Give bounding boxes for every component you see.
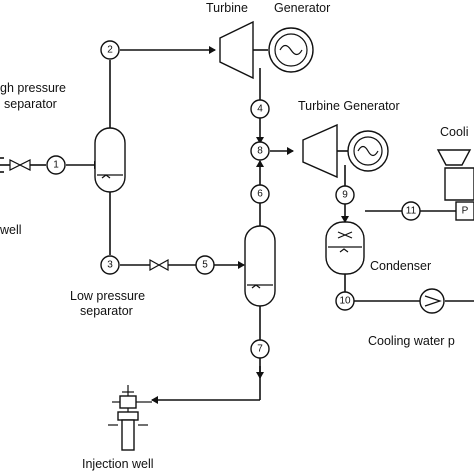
svg-text:9: 9 [342, 190, 348, 201]
label-pump-p: P [462, 206, 469, 217]
production-well [0, 157, 4, 173]
condenser-vessel [325, 221, 365, 275]
label-well: well [0, 223, 22, 237]
low-pressure-separator [244, 225, 276, 307]
label-turbine-generator: Turbine Generator [298, 99, 400, 113]
node-7: 7 [250, 339, 270, 359]
piping [0, 46, 474, 404]
node-8: 8 [250, 141, 270, 161]
svg-text:6: 6 [257, 189, 263, 200]
label-cooling-top: Cooli [440, 125, 469, 139]
svg-text:4: 4 [257, 104, 263, 115]
label-high-pressure-1: gh pressure [0, 81, 66, 95]
label-low-pressure-1: Low pressure [70, 289, 145, 303]
valve-lp [149, 258, 169, 272]
svg-text:5: 5 [202, 260, 208, 271]
label-turbine-top: Turbine [206, 1, 248, 15]
label-high-pressure-2: separator [4, 97, 57, 111]
generator-1 [268, 27, 314, 73]
node-1: 1 [46, 155, 66, 175]
svg-text:2: 2 [107, 45, 113, 56]
node-9: 9 [335, 185, 355, 205]
svg-text:3: 3 [107, 260, 113, 271]
label-condenser: Condenser [370, 259, 431, 273]
cooling-tower [436, 149, 474, 221]
node-11: 11 [401, 201, 421, 221]
svg-text:11: 11 [406, 206, 417, 217]
injection-wellhead [108, 385, 152, 451]
svg-text:7: 7 [257, 344, 263, 355]
high-pressure-separator [94, 127, 126, 193]
turbine-2 [302, 123, 338, 179]
label-generator-top: Generator [274, 1, 330, 15]
node-3: 3 [100, 255, 120, 275]
label-cooling-water-pump: Cooling water p [368, 334, 455, 348]
svg-text:8: 8 [257, 146, 263, 157]
turbine-1 [219, 20, 254, 80]
cooling-water-pump [419, 288, 445, 314]
node-6: 6 [250, 184, 270, 204]
generator-2 [347, 130, 389, 172]
node-5: 5 [195, 255, 215, 275]
node-4: 4 [250, 99, 270, 119]
label-injection-well: Injection well [82, 457, 154, 471]
svg-text:10: 10 [339, 296, 351, 307]
node-10: 10 [335, 291, 355, 311]
label-low-pressure-2: separator [80, 304, 133, 318]
svg-text:1: 1 [53, 160, 59, 171]
node-2: 2 [100, 40, 120, 60]
valve-well [9, 159, 31, 171]
